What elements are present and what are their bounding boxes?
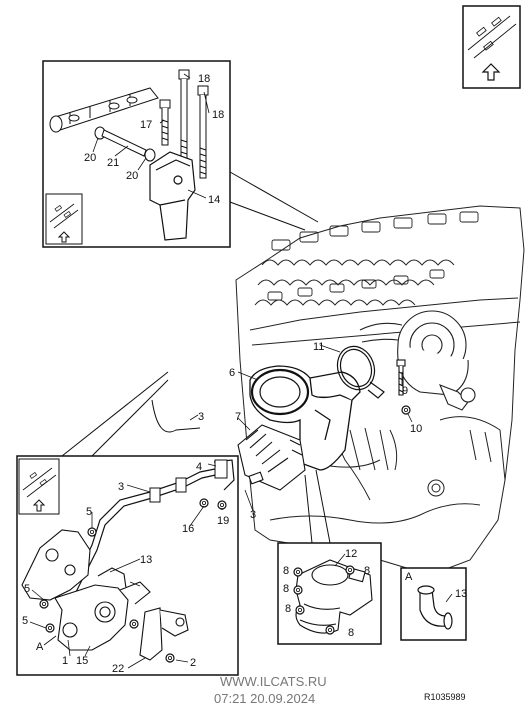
- callout-18: 18: [198, 73, 210, 85]
- callout-label-A: A: [36, 641, 44, 653]
- callout-2: 2: [190, 657, 196, 669]
- callout-4: 4: [196, 461, 202, 473]
- watermark-site: WWW.ILCATS.RU: [220, 674, 327, 689]
- detail-box-letter: A: [405, 571, 413, 583]
- callout-16: 16: [182, 523, 194, 535]
- callout-3: 3: [198, 411, 204, 423]
- detail-box-bottom: [16, 455, 239, 676]
- callout-14: 14: [208, 194, 220, 206]
- reference-code: R1035989: [424, 692, 466, 702]
- detail-leader-lines: [229, 171, 319, 231]
- callout-13: 13: [140, 554, 152, 566]
- callout-1: 1: [62, 655, 68, 667]
- detail-box-a: [400, 567, 467, 641]
- callout-11: 11: [313, 341, 324, 353]
- callout-13: 13: [455, 588, 467, 600]
- callout-15: 15: [76, 655, 88, 667]
- callout-labels: 18 18 17 20 21 20 14 3 6 7 11 9 10 3 4 3…: [22, 73, 467, 675]
- callout-3: 3: [118, 481, 124, 493]
- callout-5: 5: [22, 615, 28, 627]
- callout-8: 8: [283, 565, 289, 577]
- front-arrow-orientation-icon: [45, 193, 83, 245]
- callout-7: 7: [235, 411, 241, 423]
- callout-5: 5: [24, 583, 30, 595]
- callout-20: 20: [126, 170, 138, 182]
- front-arrow-orientation-icon: [462, 5, 521, 89]
- callout-18: 18: [212, 109, 224, 121]
- clamp-ring: [336, 345, 385, 399]
- callout-3: 3: [250, 509, 256, 521]
- callout-9: 9: [402, 385, 408, 397]
- callout-19: 19: [217, 515, 229, 527]
- detail-leader-lines: [304, 469, 331, 544]
- callout-8: 8: [283, 583, 289, 595]
- callout-20: 20: [84, 152, 96, 164]
- watermark-datetime: 07:21 20.09.2024: [214, 691, 315, 706]
- callout-22: 22: [112, 663, 124, 675]
- washer-10: [401, 405, 411, 415]
- callout-8: 8: [364, 565, 370, 577]
- egr-housing: [249, 365, 361, 471]
- callout-leaders: [29, 73, 453, 669]
- egr-actuator: [237, 424, 306, 491]
- callout-17: 17: [140, 119, 152, 131]
- callout-8: 8: [285, 603, 291, 615]
- callout-21: 21: [107, 157, 119, 169]
- callout-6: 6: [229, 367, 235, 379]
- callout-5: 5: [86, 506, 92, 518]
- callout-8: 8: [348, 627, 354, 639]
- callout-10: 10: [410, 423, 422, 435]
- callout-12: 12: [345, 548, 357, 560]
- detail-leader-lines: [61, 371, 201, 457]
- turbocharger: [359, 310, 476, 411]
- detail-box-valve: [277, 542, 382, 645]
